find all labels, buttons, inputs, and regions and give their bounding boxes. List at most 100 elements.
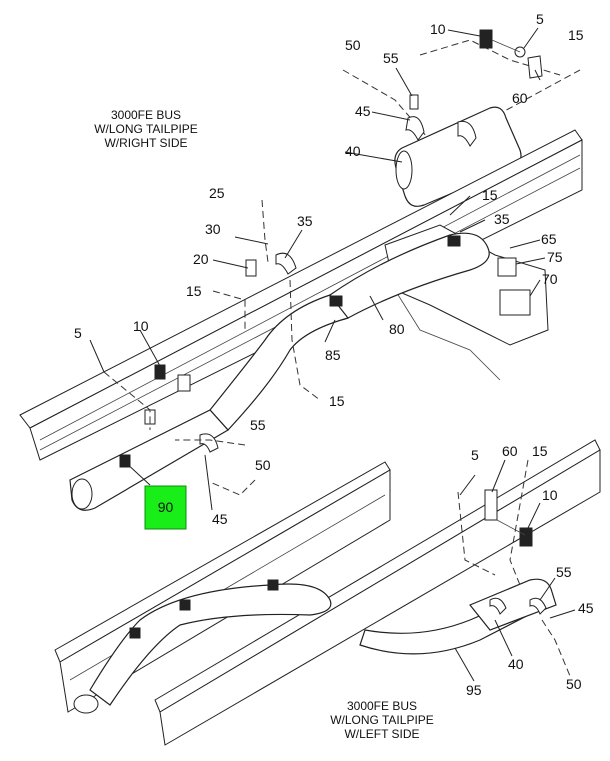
leader-15b bbox=[212, 290, 246, 330]
caption-right-side: 3000FE BUS W/LONG TAILPIPE W/RIGHT SIDE bbox=[94, 108, 198, 150]
bracket-part-75 bbox=[497, 257, 517, 277]
callout-55-b[interactable]: 55 bbox=[250, 417, 266, 433]
muffler-detail-group bbox=[342, 29, 581, 207]
leader-30 bbox=[234, 236, 269, 245]
callout-75[interactable]: 75 bbox=[547, 249, 563, 265]
bracket-mid-a bbox=[177, 374, 191, 392]
callout-40[interactable]: 40 bbox=[345, 143, 361, 159]
clamp-part-45-mid bbox=[199, 433, 219, 453]
leader-70 bbox=[529, 279, 541, 297]
leader-5b bbox=[89, 339, 105, 373]
leader-15e bbox=[509, 459, 529, 586]
pipe-part-95 bbox=[359, 589, 549, 655]
callout-50-b[interactable]: 50 bbox=[255, 457, 271, 473]
callout-35-b[interactable]: 35 bbox=[494, 211, 510, 227]
leader-35a bbox=[284, 229, 303, 259]
callout-5-c[interactable]: 5 bbox=[471, 447, 479, 463]
leader-45b bbox=[204, 454, 213, 511]
leader-85 bbox=[324, 319, 336, 343]
leader-10a bbox=[447, 29, 481, 37]
callout-5[interactable]: 5 bbox=[536, 11, 544, 27]
callout-5-b[interactable]: 5 bbox=[74, 325, 82, 341]
leader-25 bbox=[261, 199, 269, 263]
callout-85[interactable]: 85 bbox=[325, 347, 341, 363]
isolator-part-10c bbox=[519, 527, 533, 547]
callout-55-c[interactable]: 55 bbox=[556, 564, 572, 580]
callout-15-c[interactable]: 15 bbox=[186, 283, 202, 299]
callout-25[interactable]: 25 bbox=[209, 185, 225, 201]
callout-10-b[interactable]: 10 bbox=[133, 318, 149, 334]
caption-left-line-1: 3000FE BUS bbox=[347, 699, 417, 713]
leader-75 bbox=[515, 257, 546, 265]
callout-35[interactable]: 35 bbox=[297, 213, 313, 229]
clamp-part-45 bbox=[405, 116, 425, 141]
bracket-part-60b bbox=[484, 489, 498, 521]
leader-10b bbox=[139, 329, 161, 367]
pipe-lower-inlet bbox=[89, 583, 332, 706]
callout-50-c[interactable]: 50 bbox=[566, 676, 582, 692]
callout-60-b[interactable]: 60 bbox=[502, 443, 518, 459]
callout-labels: 10 5 50 15 55 60 45 40 25 15 30 35 35 65… bbox=[74, 11, 594, 698]
isolator-part-10 bbox=[479, 29, 493, 49]
clamp-mark-2 bbox=[329, 295, 343, 307]
callout-60[interactable]: 60 bbox=[512, 90, 528, 106]
clamp-part-35 bbox=[275, 252, 297, 275]
highlight-box[interactable] bbox=[144, 485, 187, 530]
callout-10[interactable]: 10 bbox=[430, 21, 446, 37]
caption-left-line-2: W/LONG TAILPIPE bbox=[330, 713, 434, 727]
clamp-lower-b bbox=[179, 599, 191, 611]
leader-5-dashed bbox=[103, 371, 151, 430]
callout-50[interactable]: 50 bbox=[345, 37, 361, 53]
leader-55c bbox=[539, 577, 556, 601]
lower-leaders bbox=[454, 459, 576, 682]
bracket-part-70 bbox=[499, 289, 531, 316]
callout-15-d[interactable]: 15 bbox=[329, 393, 345, 409]
callout-45-c[interactable]: 45 bbox=[578, 600, 594, 616]
leader-50c bbox=[541, 619, 571, 677]
highlighted-callout-90[interactable]: 90 bbox=[144, 485, 187, 530]
callout-10-c[interactable]: 10 bbox=[542, 487, 558, 503]
callout-40-b[interactable]: 40 bbox=[508, 656, 524, 672]
rail-hole-line bbox=[39, 154, 581, 441]
leader-5c-tick bbox=[459, 474, 476, 496]
caption-right-line-3: W/RIGHT SIDE bbox=[104, 136, 187, 150]
leader-50b bbox=[209, 479, 256, 496]
callout-55[interactable]: 55 bbox=[383, 50, 399, 66]
callout-20[interactable]: 20 bbox=[193, 251, 209, 267]
leader-55a bbox=[395, 67, 413, 97]
leader-35b bbox=[459, 219, 486, 233]
leader-5a bbox=[523, 27, 539, 49]
lower-exhaust-pipe bbox=[73, 489, 557, 714]
caption-right-line-2: W/LONG TAILPIPE bbox=[94, 122, 198, 136]
exhaust-pipe-assembly bbox=[69, 232, 490, 511]
middle-leaders bbox=[89, 27, 546, 511]
callout-45-b[interactable]: 45 bbox=[212, 511, 228, 527]
caption-left-side: 3000FE BUS W/LONG TAILPIPE W/LEFT SIDE bbox=[330, 699, 434, 741]
clamp-lower-c bbox=[267, 579, 279, 591]
clamp-part-45c bbox=[529, 597, 547, 615]
callout-15-e[interactable]: 15 bbox=[532, 443, 548, 459]
callout-15-b[interactable]: 15 bbox=[482, 187, 498, 203]
leader-90 bbox=[124, 461, 151, 486]
hanger-rod bbox=[491, 39, 521, 53]
pipe-part-90 bbox=[69, 409, 229, 511]
callout-80[interactable]: 80 bbox=[389, 321, 405, 337]
leader-15c bbox=[449, 195, 471, 216]
callout-45[interactable]: 45 bbox=[355, 103, 371, 119]
frame-rail-right bbox=[19, 129, 583, 461]
callout-65[interactable]: 65 bbox=[541, 231, 557, 247]
callout-15[interactable]: 15 bbox=[568, 27, 584, 43]
leader-60a bbox=[534, 69, 541, 81]
pipe-lower-end bbox=[73, 694, 99, 714]
bracket-part-60 bbox=[527, 55, 543, 79]
callout-70[interactable]: 70 bbox=[542, 271, 558, 287]
callout-30[interactable]: 30 bbox=[205, 221, 221, 237]
caption-right-line-1: 3000FE BUS bbox=[111, 108, 181, 122]
leader-15d bbox=[289, 279, 321, 401]
clamp-part-45b bbox=[457, 120, 477, 147]
leader-95 bbox=[454, 647, 475, 682]
isolator-part-10b bbox=[154, 364, 166, 380]
leader-80 bbox=[369, 295, 384, 321]
callout-95[interactable]: 95 bbox=[466, 682, 482, 698]
